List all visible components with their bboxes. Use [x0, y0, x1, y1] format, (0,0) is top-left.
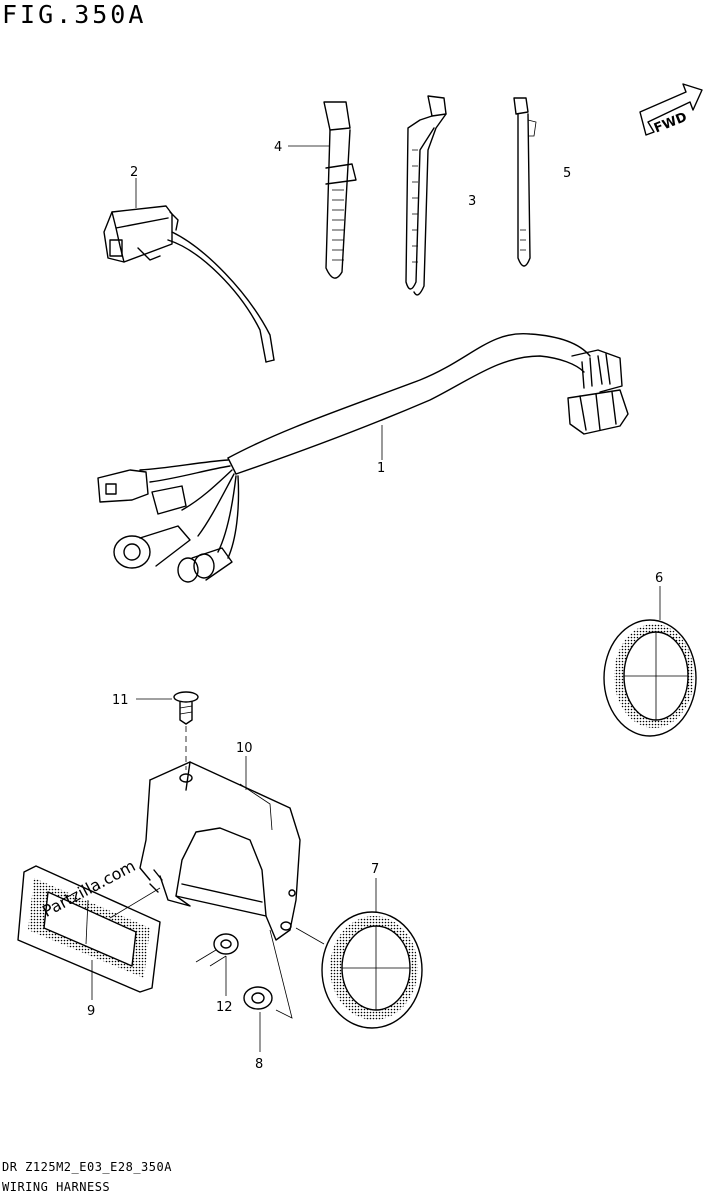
part-11-screw: [173, 691, 199, 770]
callout-10: 10: [236, 741, 253, 790]
part-4-cable-band: [323, 101, 357, 279]
callout-1: 1: [377, 425, 385, 476]
callout-2: 2: [130, 165, 138, 208]
fwd-arrow-icon: FWD: [639, 83, 703, 137]
svg-text:11: 11: [112, 693, 129, 708]
callout-9: 9: [87, 960, 95, 1019]
callout-4: 4: [274, 140, 330, 155]
part-9-reflector: Partzilla.com: [17, 856, 161, 993]
part-8-nut: [243, 986, 273, 1010]
footer-section: WIRING HARNESS: [2, 1180, 111, 1194]
svg-text:1: 1: [377, 461, 385, 476]
svg-text:4: 4: [274, 140, 282, 155]
callout-7: 7: [371, 862, 379, 912]
callout-8: 8: [255, 1012, 263, 1072]
part-12-nut: [213, 933, 239, 955]
svg-text:5: 5: [563, 166, 571, 181]
callout-12: 12: [216, 956, 233, 1015]
callout-3: 3: [468, 194, 476, 209]
part-10-bracket: [139, 761, 301, 941]
svg-text:8: 8: [255, 1057, 263, 1072]
svg-text:3: 3: [468, 194, 476, 209]
svg-text:2: 2: [130, 165, 138, 180]
part-5-cable-tie: [513, 97, 537, 267]
svg-text:10: 10: [236, 741, 253, 756]
svg-text:7: 7: [371, 862, 379, 877]
svg-text:12: 12: [216, 1000, 233, 1015]
figure-title: FIG.350A: [2, 0, 147, 29]
part-6-reflector: [603, 619, 697, 737]
callout-6: 6: [655, 571, 663, 620]
footer-code: DR Z125M2_E03_E28_350A: [2, 1160, 172, 1174]
callout-11: 11: [112, 693, 172, 708]
svg-text:6: 6: [655, 571, 663, 586]
part-7-reflector: [321, 911, 423, 1029]
part-1-wiring-harness: [97, 332, 629, 583]
callout-5: 5: [563, 166, 571, 181]
part-2-connector: [103, 205, 275, 363]
svg-text:9: 9: [87, 1004, 95, 1019]
part-3-cable-tie: [405, 95, 447, 296]
assembly-guide-lines: [109, 887, 325, 1019]
